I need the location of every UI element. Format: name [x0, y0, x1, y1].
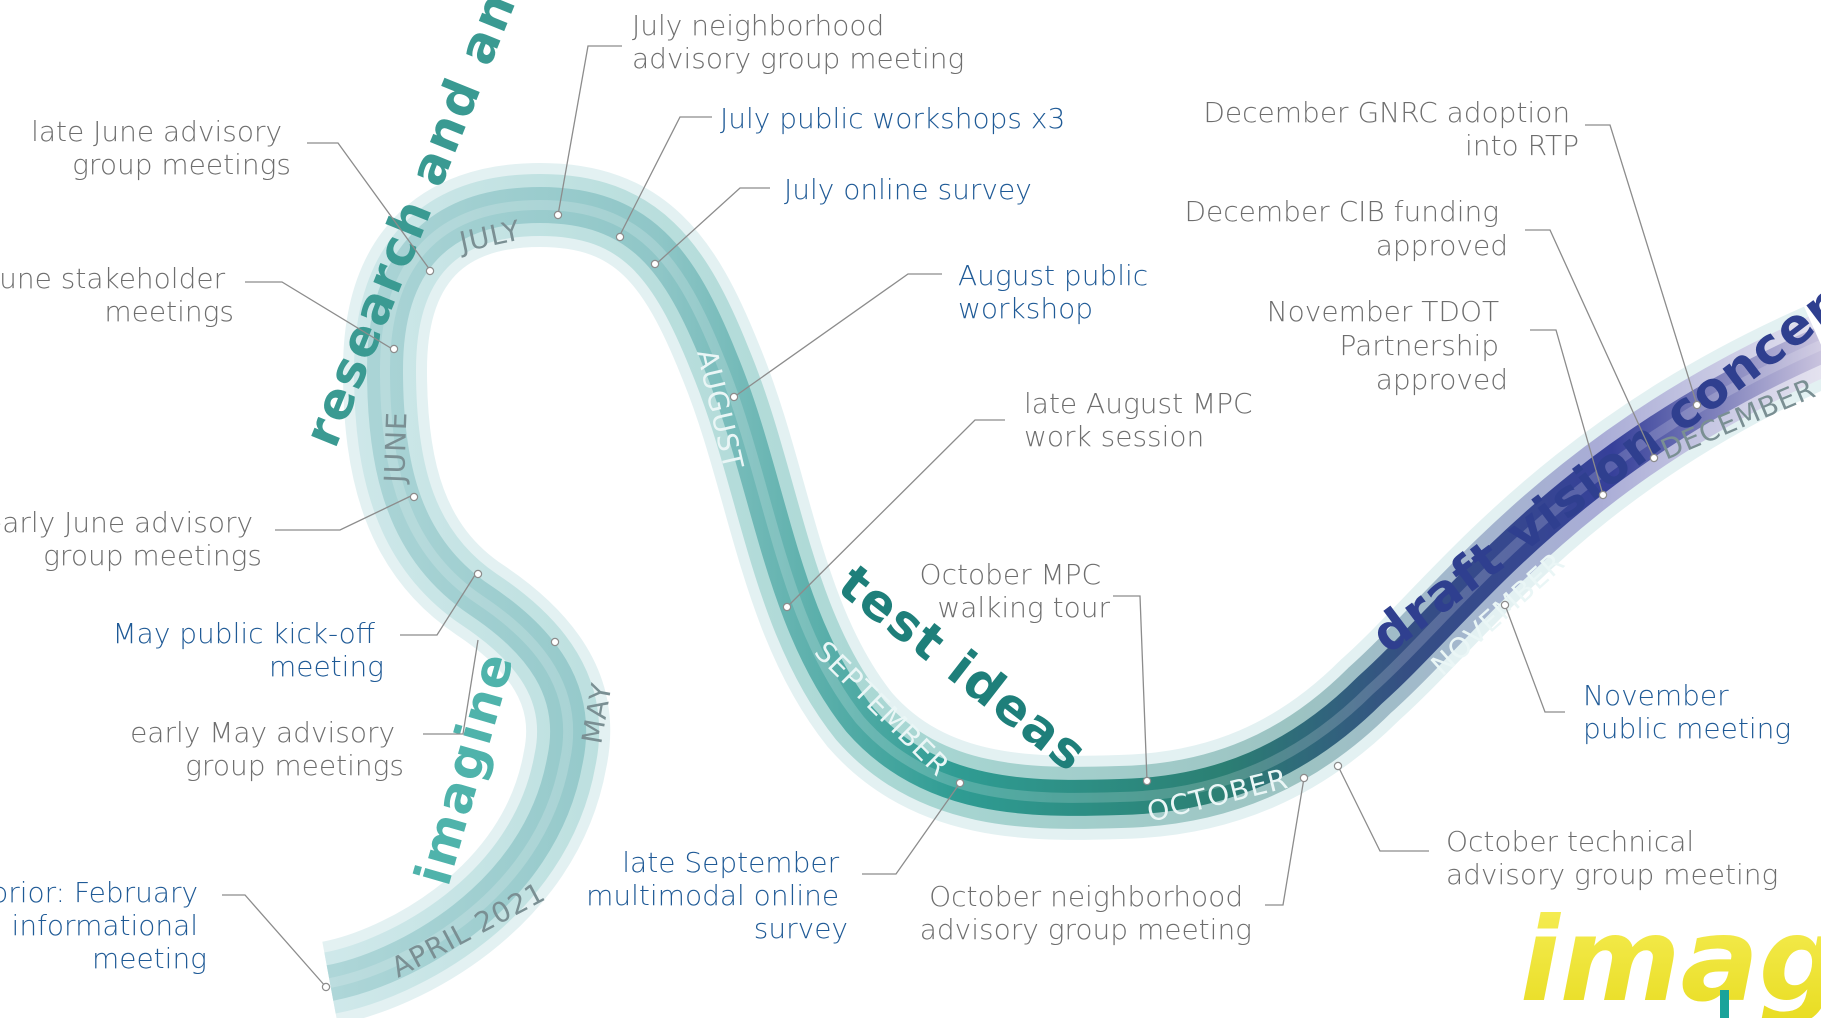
event-dot: [1299, 773, 1309, 783]
event-feb-meeting: prior: February informational meeting: [0, 876, 207, 975]
event-dot: [550, 637, 560, 647]
event-november-public: November public meeting: [1583, 679, 1791, 745]
event-november-tdot: November TDOT Partnership approved: [1267, 295, 1508, 396]
event-dot: [650, 259, 660, 269]
event-dots: [321, 210, 1702, 992]
event-dot: [615, 232, 625, 242]
event-dot: [409, 492, 419, 502]
event-dot: [473, 569, 483, 579]
logo-wordmark: imagi: [1520, 893, 1821, 1018]
event-dot: [1500, 600, 1510, 610]
event-october-technical: October technical advisory group meeting: [1446, 825, 1778, 891]
corner-logo: imagi: [1520, 893, 1821, 1018]
event-dot: [1598, 490, 1608, 500]
event-labels: prior: February informational meeting ea…: [0, 9, 1791, 975]
event-dot: [782, 602, 792, 612]
event-june-stakeholder: June stakeholder meetings: [0, 262, 234, 328]
event-may-kickoff: May public kick-off meeting: [113, 617, 385, 683]
event-dot: [553, 210, 563, 220]
event-dot: [1692, 400, 1702, 410]
event-july-survey: July online survey: [784, 173, 1032, 206]
event-december-cib: December CIB funding approved: [1185, 195, 1509, 262]
event-late-august-mpc: late August MPC work session: [1024, 387, 1261, 453]
event-dot: [1142, 776, 1152, 786]
event-early-june-advisory: early June advisory group meetings: [0, 506, 262, 572]
timeline-road: [321, 162, 1821, 1018]
event-october-neighborhood: October neighborhood advisory group meet…: [920, 880, 1252, 946]
logo-accent-mark: [1720, 990, 1729, 1018]
event-october-walking-tour: October MPC walking tour: [920, 558, 1111, 624]
event-dot: [955, 778, 965, 788]
event-dot: [729, 392, 739, 402]
event-august-workshop: August public workshop: [958, 259, 1157, 325]
event-december-gnrc: December GNRC adoption into RTP: [1203, 96, 1579, 162]
event-dot: [321, 982, 331, 992]
month-june: JUNE: [378, 411, 414, 485]
event-late-june-advisory: late June advisory group meetings: [31, 115, 291, 181]
event-late-september-survey: late September multimodal online survey: [586, 846, 848, 945]
event-dot: [1333, 761, 1343, 771]
event-july-neighborhood: July neighborhood advisory group meeting: [632, 9, 964, 75]
event-early-may-advisory: early May advisory group meetings: [130, 716, 404, 782]
event-dot: [425, 266, 435, 276]
leader-lines: [222, 45, 1698, 988]
event-dot: [1649, 453, 1659, 463]
event-july-workshops: July public workshops x3: [720, 102, 1065, 135]
event-dot: [389, 344, 399, 354]
